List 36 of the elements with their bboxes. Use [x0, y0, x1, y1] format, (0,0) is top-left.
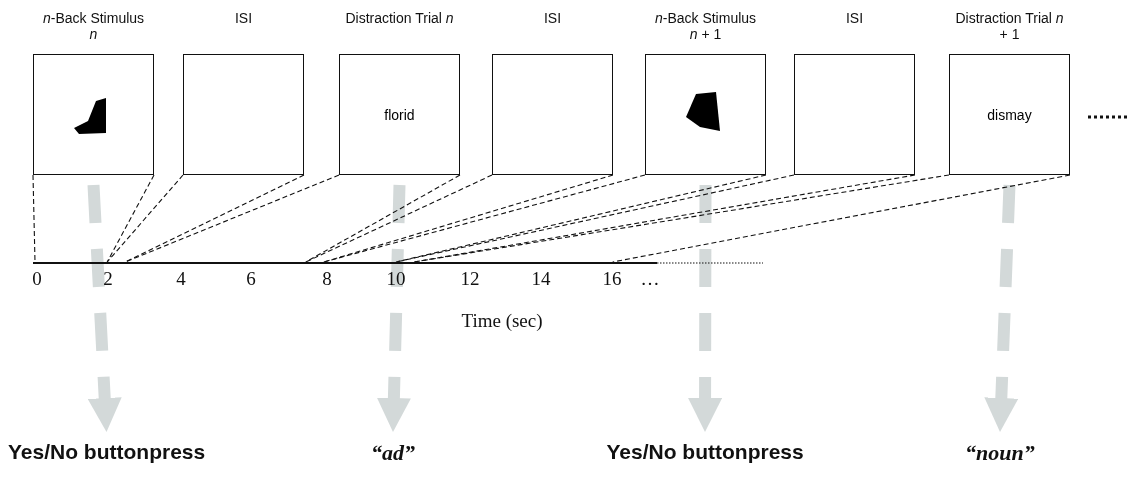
tick-label: 0: [32, 268, 42, 290]
trial-heading: Distraction Trial n + 1: [954, 10, 1065, 42]
trial-heading: n-Back Stimulus n: [41, 10, 146, 42]
tick-label: 14: [531, 268, 551, 290]
trial-heading: n-Back Stimulus n + 1: [653, 10, 758, 42]
tick-label: 8: [322, 268, 332, 290]
tick-label: 2: [103, 268, 113, 290]
flow-arrow: [688, 184, 723, 433]
response-label: Yes/No buttonpress: [606, 440, 804, 464]
flow-arrow: [87, 184, 122, 433]
time-mapping-line: [612, 174, 1071, 263]
tick-label: 10: [386, 268, 406, 290]
time-mapping-line: [305, 174, 493, 263]
trial-heading: Distraction Trial n: [344, 10, 455, 26]
flow-arrow: [984, 184, 1019, 433]
time-mapping-line: [32, 174, 36, 263]
timeline-axis: [32, 262, 658, 264]
time-mapping-line: [106, 174, 155, 263]
tick-label: 16: [602, 268, 622, 290]
trial-heading: ISI: [233, 10, 254, 26]
tick-label: …: [640, 268, 660, 290]
tick-label: 4: [176, 268, 186, 290]
tick-label: 12: [460, 268, 480, 290]
time-mapping-line: [305, 174, 461, 263]
trial-heading: ISI: [542, 10, 563, 26]
stimulus-word: florid: [383, 106, 416, 123]
flow-arrow: [376, 184, 411, 433]
response-label: Yes/No buttonpress: [8, 440, 206, 464]
trial-heading: ISI: [844, 10, 865, 26]
stimulus-word: dismay: [986, 106, 1033, 123]
response-label: “ad”: [371, 440, 415, 466]
time-mapping-line: [106, 174, 184, 263]
axis-title: Time (sec): [461, 310, 543, 332]
time-mapping-line: [124, 174, 340, 263]
response-label: “noun”: [965, 440, 1035, 466]
tick-label: 6: [246, 268, 256, 290]
